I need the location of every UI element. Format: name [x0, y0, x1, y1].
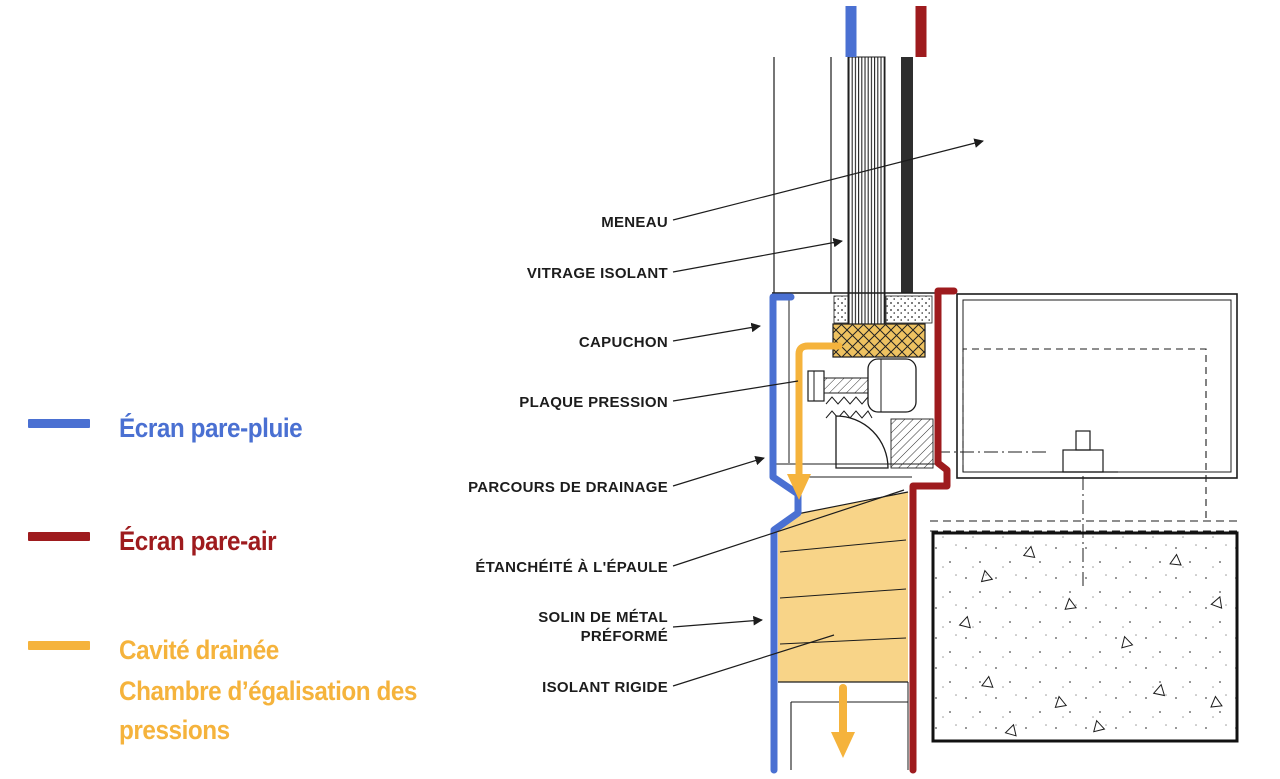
insulating-glass-pane — [847, 56, 886, 331]
leader-meneau — [672, 138, 984, 221]
spandrel-panel — [930, 293, 1240, 588]
leader-capuchon — [672, 322, 761, 342]
hidden-line-rect — [962, 348, 1207, 523]
profile-arc — [835, 415, 889, 469]
mullion-chamber — [867, 358, 917, 413]
legend-label-pressure-chamber: Chambre d’égalisation des pressions — [119, 676, 417, 745]
legend-swatch-air-barrier — [28, 532, 90, 541]
drainage-arrow-top — [795, 342, 843, 478]
mullion-assembly — [772, 292, 955, 478]
leader-vitrage — [672, 237, 843, 273]
leader-etancheite — [672, 489, 905, 567]
legend-swatch-drained-cavity — [28, 641, 90, 650]
air-barrier-line — [909, 6, 958, 774]
drainage-arrowhead-bottom — [831, 732, 855, 758]
callout-solin-metal: SOLIN DE MÉTAL PRÉFORMÉ — [538, 609, 668, 645]
thermal-break-hatch — [890, 418, 934, 469]
callout-vitrage-isolant: VITRAGE ISOLANT — [526, 265, 668, 282]
legend-label-air-barrier: Écran pare-air — [119, 526, 277, 556]
callout-etancheite-epaule: ÉTANCHÉITÉ À L'ÉPAULE — [475, 559, 668, 576]
leader-isolant — [672, 634, 835, 687]
drainage-arrowhead-top — [787, 474, 811, 500]
pressure-plate-bolt — [807, 370, 873, 419]
glazing-seal — [833, 295, 849, 324]
capuchon-hatch — [833, 324, 925, 357]
callout-meneau: MENEAU — [601, 214, 668, 231]
drainage-path-arrows — [787, 342, 855, 758]
legend-label-rain-screen: Écran pare-pluie — [119, 413, 303, 443]
glazing-unit — [773, 56, 913, 331]
legend-label-drained-cavity: Cavité drainée — [119, 635, 279, 665]
callout-capuchon: CAPUCHON — [578, 334, 668, 351]
anchor-bolt — [1050, 430, 1118, 473]
callout-isolant-rigide: ISOLANT RIGIDE — [542, 679, 668, 696]
concrete-slab — [931, 531, 1239, 743]
insulation-flashing — [778, 491, 909, 770]
leader-parcours-drainage — [672, 455, 765, 487]
legend-swatch-rain-screen — [28, 419, 90, 428]
callout-parcours-drainage: PARCOURS DE DRAINAGE — [468, 479, 668, 496]
leader-lines — [672, 138, 984, 687]
leader-solin — [672, 615, 763, 628]
rigid-insulation-fill — [778, 492, 908, 682]
callout-plaque-pression: PLAQUE PRESSION — [519, 394, 668, 411]
leader-plaque-pression — [672, 380, 799, 402]
glazing-seal — [885, 295, 933, 324]
inner-glass-pane — [901, 57, 913, 293]
